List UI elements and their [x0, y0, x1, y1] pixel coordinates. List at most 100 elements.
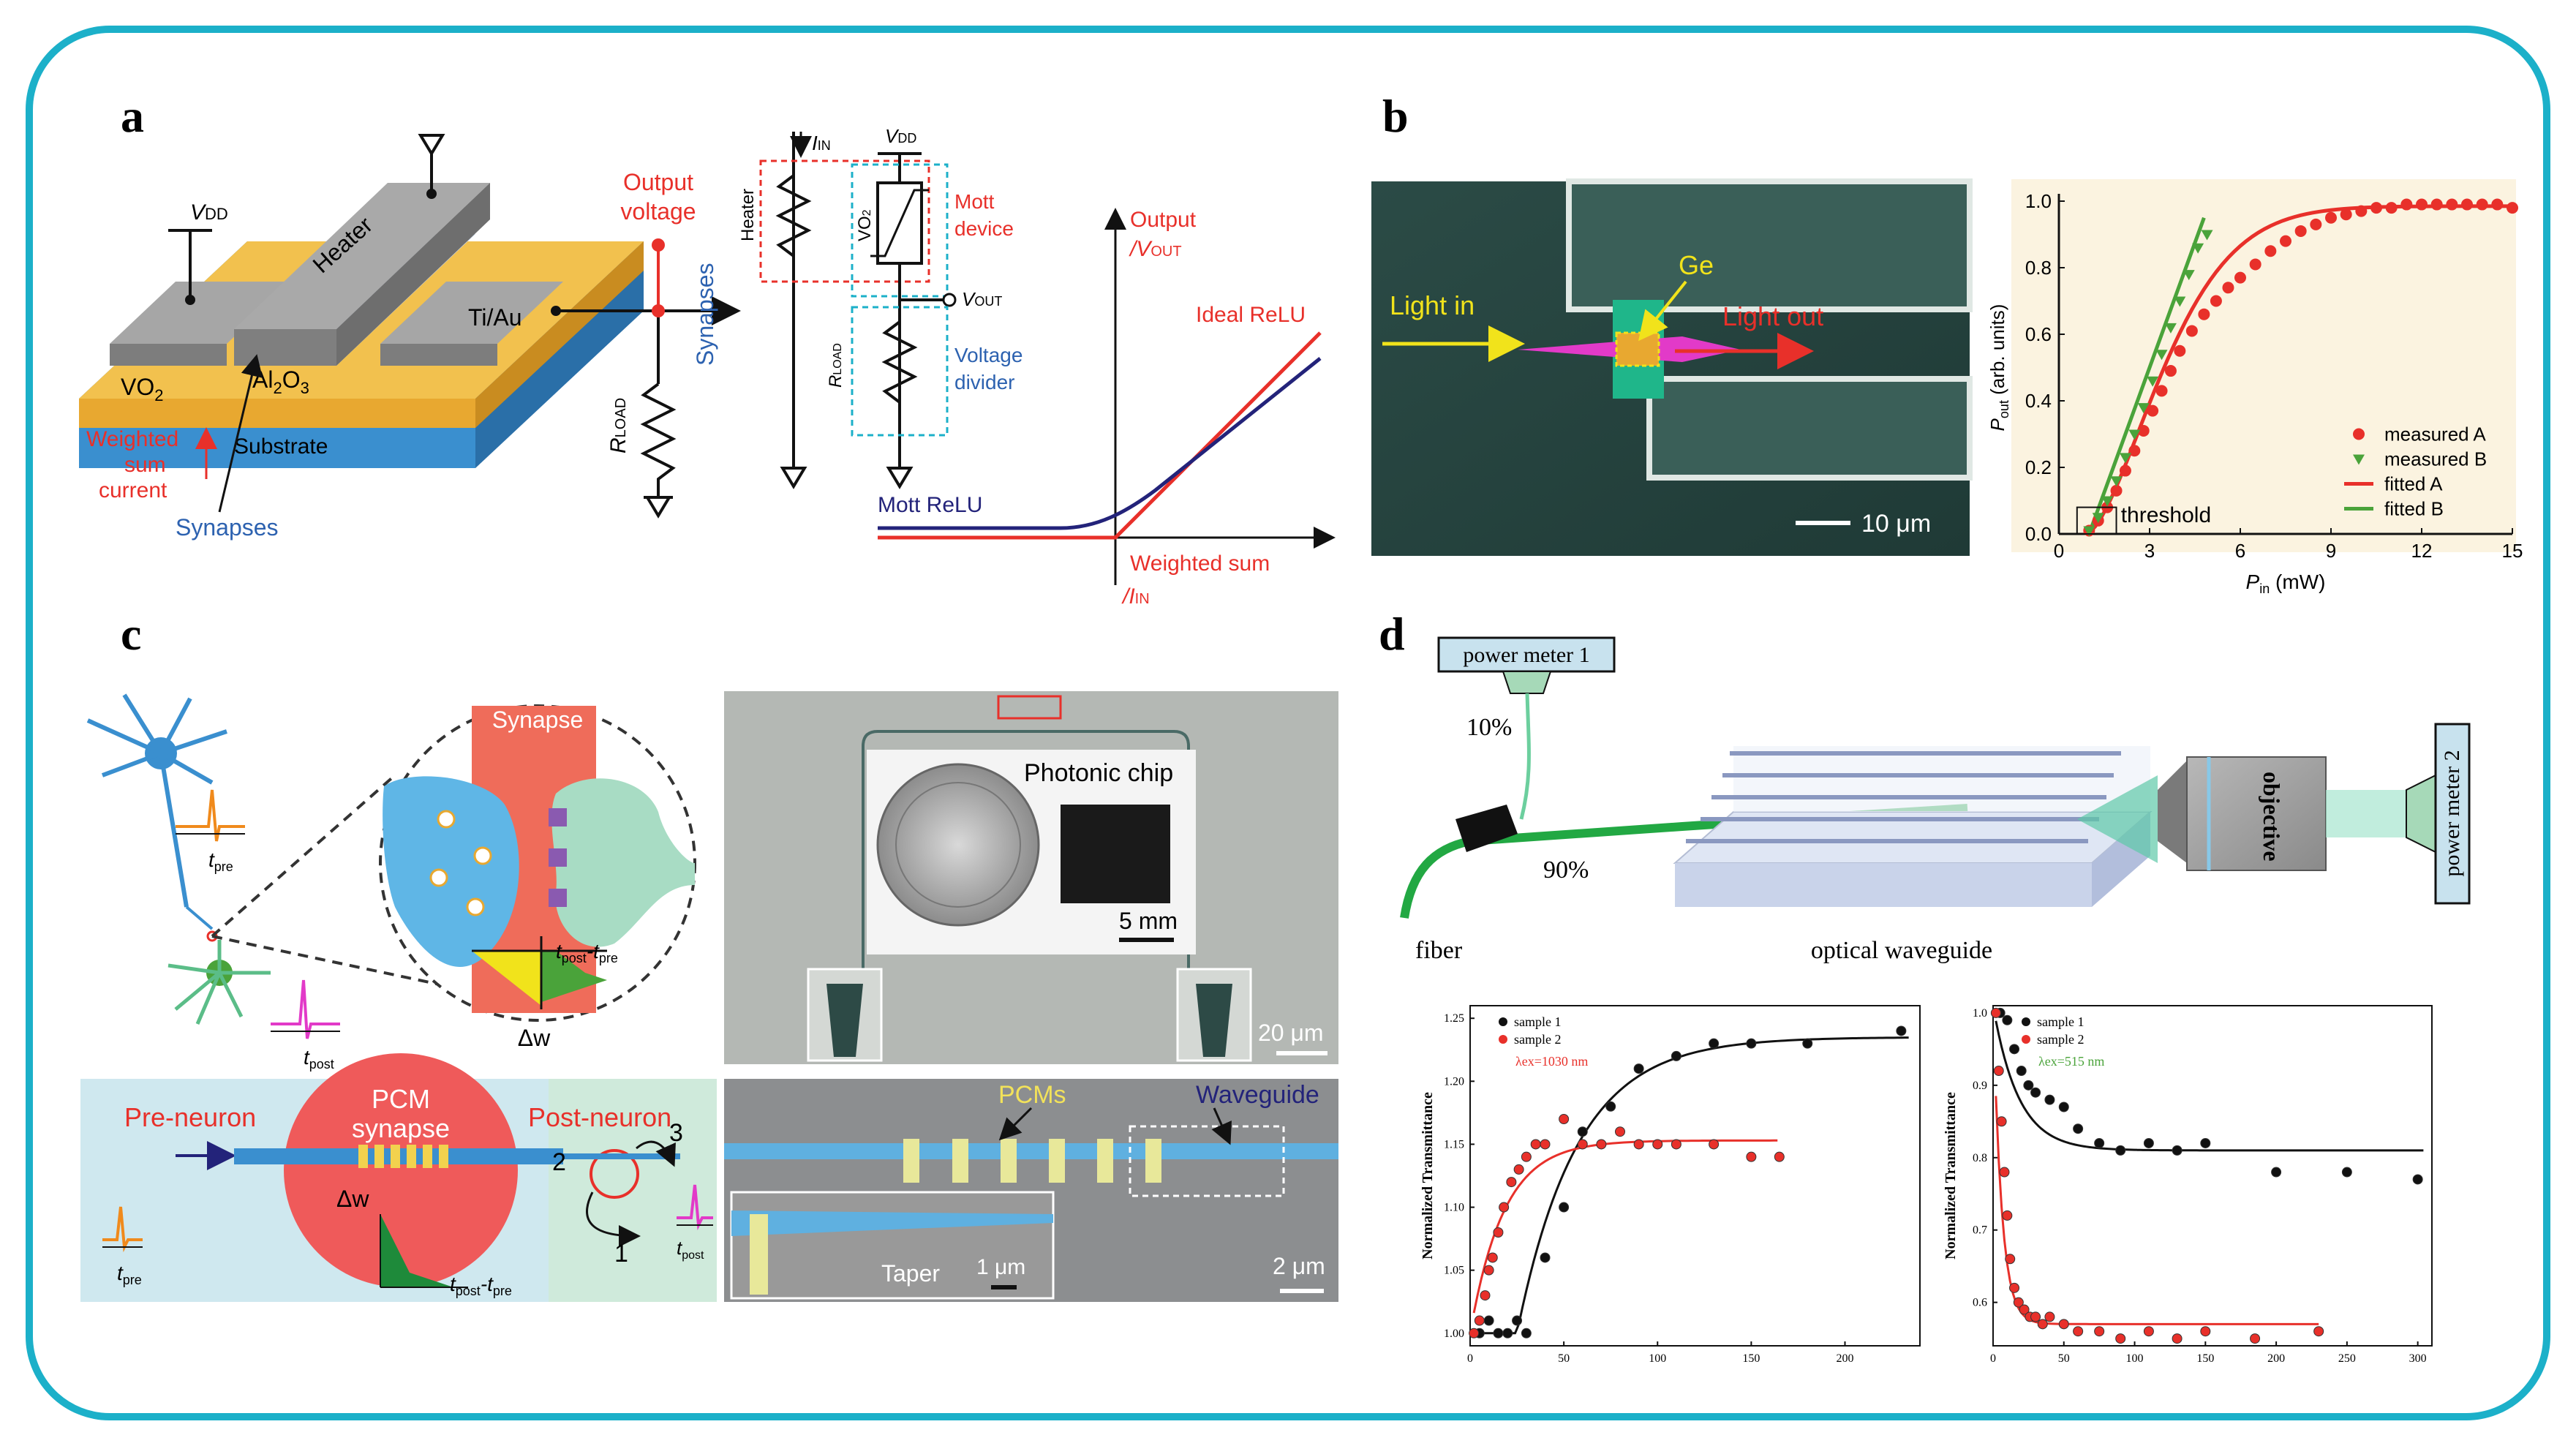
data-point [1577, 1126, 1588, 1137]
data-point [2073, 1326, 2084, 1337]
data-point [1521, 1151, 1532, 1162]
svg-text:sum: sum [124, 453, 166, 477]
data-point [2058, 1102, 2069, 1112]
x-tick-label: 12 [2411, 540, 2433, 562]
svg-text:Heater: Heater [738, 189, 758, 241]
measured-b-point [2101, 496, 2114, 507]
svg-text:Synapses: Synapses [692, 263, 718, 366]
panel-letter-b: b [1382, 90, 1409, 142]
data-point [2009, 1282, 2020, 1293]
svg-text:PCM: PCM [372, 1084, 430, 1114]
y-tick-label: 0.6 [2025, 323, 2052, 345]
data-point [2002, 1210, 2013, 1221]
fit-line [1995, 1096, 2319, 1325]
svg-text:Waveguide: Waveguide [1196, 1081, 1319, 1109]
data-point [1633, 1139, 1644, 1150]
measured-a-point [2476, 198, 2488, 211]
data-point [1513, 1164, 1524, 1175]
rload-resistor [640, 383, 677, 497]
measured-a-point [2280, 235, 2291, 247]
y-tick-label: 1.0 [1973, 1007, 1987, 1020]
measured-b-point [2083, 526, 2095, 537]
data-point [1746, 1151, 1757, 1162]
data-point [2115, 1333, 2126, 1344]
data-point [1559, 1202, 1570, 1213]
data-point [2143, 1326, 2154, 1337]
measured-a-point [2185, 325, 2198, 337]
svg-text:tpre: tpre [208, 848, 233, 874]
measured-a-point [2174, 344, 2186, 357]
svg-text:Synapses: Synapses [176, 514, 279, 541]
measured-b-point [2128, 429, 2141, 440]
svg-text:current: current [99, 478, 167, 502]
measured-b-point [2092, 513, 2104, 524]
y-tick-label: 1.20 [1444, 1075, 1464, 1088]
svg-text:2: 2 [552, 1148, 566, 1176]
data-point [2172, 1145, 2183, 1156]
measured-a-point [2119, 464, 2131, 477]
plot-frame [1469, 1005, 1921, 1347]
measured-a-point [2310, 218, 2322, 230]
measured-b-point [2174, 296, 2186, 307]
measured-a-point [2430, 198, 2443, 211]
data-point [1802, 1038, 1813, 1049]
svg-text:10 μm: 10 μm [1861, 510, 1931, 538]
x-tick-label: 100 [2126, 1352, 2144, 1365]
panel-d: d power meter 1 10% 90% fiber optical wa… [1379, 608, 2471, 1365]
svg-text:synapse: synapse [352, 1113, 450, 1143]
data-point [1506, 1177, 1517, 1188]
legend-label: fitted A [2384, 473, 2443, 495]
measured-b-point [2155, 350, 2168, 361]
svg-text:Post-neuron: Post-neuron [528, 1102, 671, 1132]
right-pad [380, 282, 563, 344]
x-tick-label: 150 [2196, 1352, 2214, 1365]
data-point [2250, 1333, 2261, 1344]
measured-a-point [2355, 205, 2368, 217]
measured-b-point [2192, 243, 2204, 254]
data-point [1671, 1050, 1681, 1061]
tiau-label: Ti/Au [468, 304, 522, 331]
svg-text:1 μm: 1 μm [976, 1255, 1025, 1279]
legend-label: sample 1 [1514, 1014, 1562, 1029]
measured-a-point [2110, 484, 2123, 497]
data-point [1633, 1063, 1644, 1074]
fiber-coupler [1455, 805, 1518, 852]
data-point [2412, 1174, 2423, 1185]
data-point [1483, 1265, 1494, 1276]
data-point [1671, 1139, 1681, 1150]
data-point [2037, 1319, 2048, 1330]
data-point [1512, 1315, 1523, 1326]
measured-a-point [2137, 424, 2150, 437]
data-point [1990, 1007, 2001, 1018]
y-tick-label: 1.0 [2025, 190, 2052, 212]
data-point [2044, 1094, 2055, 1105]
data-point [1521, 1328, 1532, 1338]
plot-frame [1992, 1005, 2433, 1347]
measured-a-point [2370, 202, 2382, 214]
measured-a-point [2198, 308, 2210, 320]
fit-line [1472, 1139, 1778, 1314]
svg-text:Output: Output [1130, 208, 1197, 232]
y-tick-label: 1.25 [1444, 1012, 1464, 1025]
x-tick-label: 300 [2409, 1352, 2427, 1365]
svg-text:3: 3 [669, 1119, 683, 1147]
data-point [2094, 1326, 2105, 1337]
measured-b-point [2164, 323, 2177, 334]
svg-text:RLOAD: RLOAD [606, 398, 630, 453]
y-axis-label: Pout (arb. units) [1986, 304, 2011, 432]
legend-label: measured A [2384, 423, 2486, 445]
measured-b-point [2119, 453, 2131, 464]
pcm-synapse-circle [284, 1053, 518, 1287]
svg-text:Mott ReLU: Mott ReLU [878, 493, 982, 517]
data-point [1993, 1066, 2004, 1077]
svg-text:VDD: VDD [885, 125, 916, 147]
legend-marker [2353, 428, 2365, 440]
x-tick-label: 0 [1467, 1352, 1473, 1365]
x-tick-label: 6 [2235, 540, 2245, 562]
data-point [1487, 1252, 1498, 1263]
panel-c: c tpre tpost [80, 608, 1338, 1302]
svg-text:PCMs: PCMs [998, 1081, 1066, 1109]
svg-text:divider: divider [954, 371, 1014, 393]
